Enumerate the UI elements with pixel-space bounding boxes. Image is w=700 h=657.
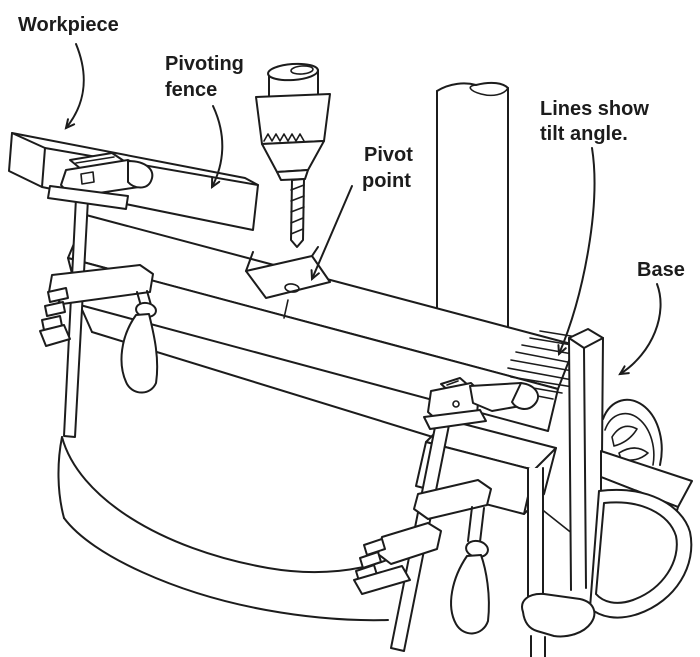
svg-text:point: point bbox=[362, 170, 411, 192]
handwheel-spoke-opening bbox=[611, 425, 638, 447]
svg-text:Lines show: Lines show bbox=[540, 98, 649, 120]
workpiece-arrow bbox=[64, 43, 85, 130]
clamp-screw bbox=[465, 506, 489, 559]
c-clamp bbox=[521, 467, 693, 657]
right-bar-clamp bbox=[353, 377, 539, 652]
pivot-hole bbox=[284, 283, 300, 293]
tilt-lines-arrow bbox=[557, 147, 596, 357]
base-arrow bbox=[618, 283, 662, 376]
c-clamp-screw bbox=[528, 468, 543, 600]
pivoting-fence-label: Pivoting fence bbox=[165, 53, 244, 101]
drill-chuck bbox=[255, 62, 331, 248]
workpiece-label: Workpiece bbox=[18, 14, 119, 36]
clamp-bar bbox=[63, 197, 89, 438]
clamp-handle bbox=[450, 554, 490, 635]
clamp-teeth bbox=[39, 287, 71, 347]
svg-text:Pivoting: Pivoting bbox=[165, 53, 244, 75]
pivoting-fence-arrow bbox=[210, 105, 224, 189]
clamp-arm bbox=[413, 479, 492, 520]
chuck-knurl bbox=[263, 133, 305, 142]
drill-press-table bbox=[57, 436, 393, 622]
drill-bit bbox=[290, 178, 305, 248]
tilt-lines-label: Lines show tilt angle. bbox=[540, 98, 649, 145]
clamp-handle bbox=[120, 313, 159, 394]
clamp-teeth bbox=[353, 522, 442, 595]
left-bar-clamp bbox=[39, 152, 159, 438]
c-clamp-swivel bbox=[521, 592, 596, 638]
svg-text:fence: fence bbox=[165, 79, 217, 101]
fence-notch bbox=[245, 246, 331, 319]
clamp-head bbox=[423, 377, 539, 430]
pivot-point-arrow bbox=[310, 185, 353, 282]
clamp-head bbox=[47, 152, 154, 210]
pivot-point-label: Pivot point bbox=[362, 144, 413, 192]
drill-press-column bbox=[436, 81, 509, 328]
svg-text:tilt angle.: tilt angle. bbox=[540, 123, 628, 145]
base-label: Base bbox=[637, 259, 685, 281]
svg-text:Pivot: Pivot bbox=[364, 144, 413, 166]
